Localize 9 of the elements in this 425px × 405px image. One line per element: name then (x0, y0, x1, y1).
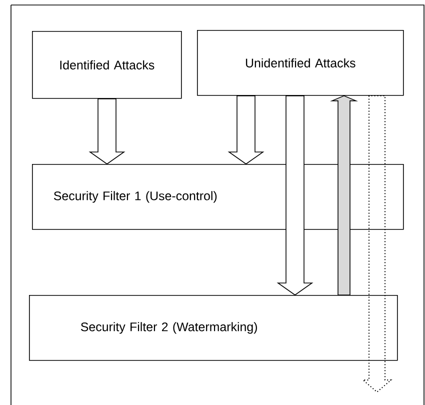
process-box: Security Filter 2 (Watermarking) (29, 295, 398, 361)
block-arrow (276, 95, 314, 296)
block-arrow (228, 95, 264, 164)
block-arrow (330, 95, 358, 296)
process-box: Identified Attacks (32, 31, 182, 99)
process-box: Unidentified Attacks (197, 30, 404, 96)
process-box: Security Filter 1 (Use-control) (32, 164, 404, 230)
dotted-block-arrow (362, 95, 392, 393)
block-arrow (88, 98, 126, 164)
